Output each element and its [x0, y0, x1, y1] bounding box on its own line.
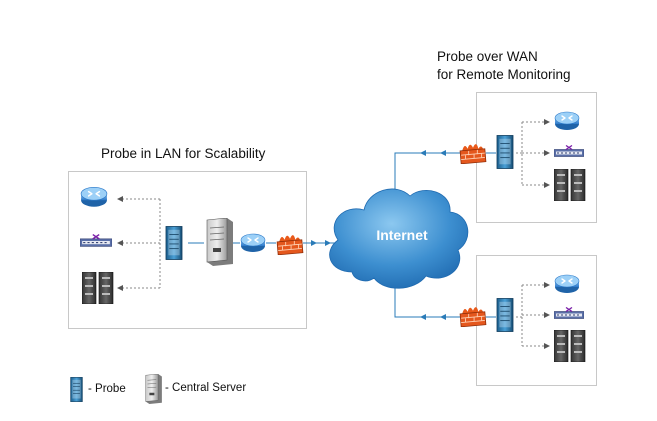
router-icon — [554, 111, 580, 131]
probe-icon — [165, 226, 183, 260]
legend-central-server-icon — [145, 374, 162, 404]
router-icon — [240, 233, 266, 253]
router-icon — [554, 274, 580, 294]
lan-dashed-links — [122, 198, 161, 289]
wan-title-line1: Probe over WAN — [437, 49, 538, 64]
legend-server-label: - Central Server — [165, 382, 247, 394]
wan-box-top — [476, 92, 597, 223]
lan-title: Probe in LAN for Scalability — [101, 146, 266, 161]
arrow-icon — [420, 150, 426, 156]
internet-label: Internet — [376, 227, 428, 243]
cloud-icon: Internet — [329, 188, 469, 289]
probe-icon — [496, 135, 514, 169]
legend-probe-icon — [70, 377, 83, 402]
wan-bottom-dashed-links — [516, 284, 546, 347]
wan-short-links — [486, 152, 496, 318]
central-server-icon — [206, 218, 233, 266]
arrow-icon — [420, 314, 426, 320]
wan-links — [394, 152, 460, 318]
arrow-icon — [325, 240, 331, 246]
wan-box-bottom — [476, 255, 597, 386]
arrow-icon — [311, 240, 317, 246]
probe-icon — [496, 298, 514, 332]
router-icon — [80, 186, 108, 208]
wan-title-line2: for Remote Monitoring — [437, 67, 571, 82]
arrow-icon — [440, 150, 446, 156]
legend-probe-label: - Probe — [88, 383, 126, 395]
wan-top-dashed-links — [516, 121, 546, 186]
arrow-icon — [440, 314, 446, 320]
